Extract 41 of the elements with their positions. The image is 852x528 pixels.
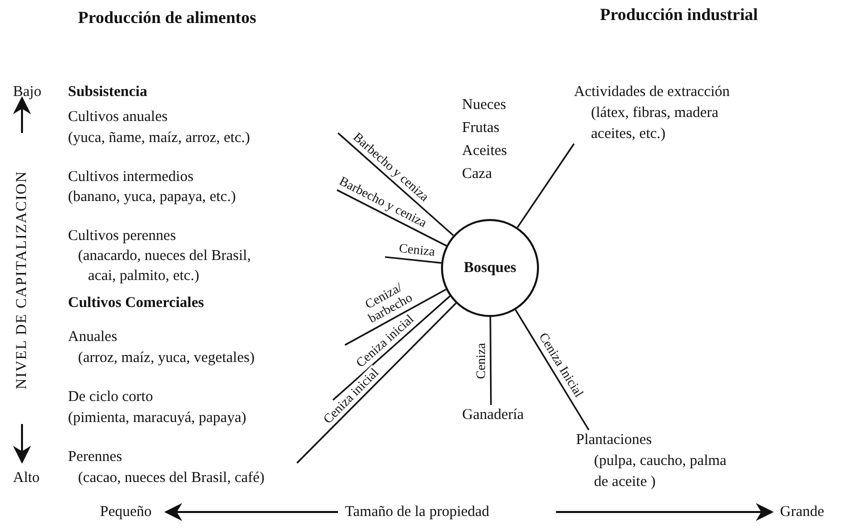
connector-line — [490, 317, 492, 405]
text-label: (banano, yuca, papaya, etc.) — [68, 188, 236, 207]
heading: Cultivos Comerciales — [68, 294, 204, 313]
text-label: Pequeño — [100, 503, 152, 522]
connector-line — [344, 288, 446, 346]
text-label: (pimienta, maracuyá, papaya) — [68, 409, 246, 428]
node-label: Bosques — [464, 258, 516, 278]
text-label: Bajo — [13, 83, 42, 102]
text-label: Tamaño de la propiedad — [345, 503, 490, 522]
text-label: Caza — [462, 165, 492, 184]
connector-line — [336, 189, 447, 246]
text-label: (yuca, ñame, maíz, arroz, etc.) — [68, 129, 250, 148]
node-title: Plantaciones — [576, 431, 653, 450]
text-label: (anacardo, nueces del Brasil, acai, palmito, etc.) — [78, 247, 252, 286]
text-label: Frutas — [462, 119, 500, 138]
connector-line — [516, 143, 575, 228]
heading: Producción industrial — [600, 5, 758, 25]
node-description: (látex, fibras, madera aceites, etc.) — [591, 104, 720, 144]
text-label: (arroz, maíz, yuca, vegetales) — [78, 349, 255, 368]
text-label: Perennes — [68, 448, 122, 467]
node-title: Ganadería — [461, 406, 525, 425]
text-label: (cacao, nueces del Brasil, café) — [78, 469, 265, 488]
text-label: Cultivos anuales — [68, 108, 168, 127]
heading: Producción de alimentos — [78, 8, 256, 28]
node-title: Actividades de extracción — [574, 83, 731, 102]
text-label: Anuales — [68, 328, 118, 347]
connector-line — [384, 256, 442, 264]
heading: Subsistencia — [68, 83, 148, 102]
node-description: (pulpa, caucho, palma de aceite ) — [594, 452, 728, 492]
text-label: Aceites — [462, 142, 507, 161]
connector-line — [337, 132, 454, 236]
edge-label: Ceniza — [474, 342, 488, 380]
text-label: Cultivos perennes — [68, 227, 176, 246]
connector-line — [332, 296, 450, 401]
text-label: Grande — [780, 503, 824, 522]
text-label: Cultivos intermedios — [68, 168, 194, 187]
connector-line — [514, 309, 590, 430]
text-label: Nueces — [462, 96, 506, 115]
text-label: Alto — [13, 469, 40, 488]
connector-line — [296, 302, 457, 464]
text-label: De ciclo corto — [68, 388, 153, 407]
